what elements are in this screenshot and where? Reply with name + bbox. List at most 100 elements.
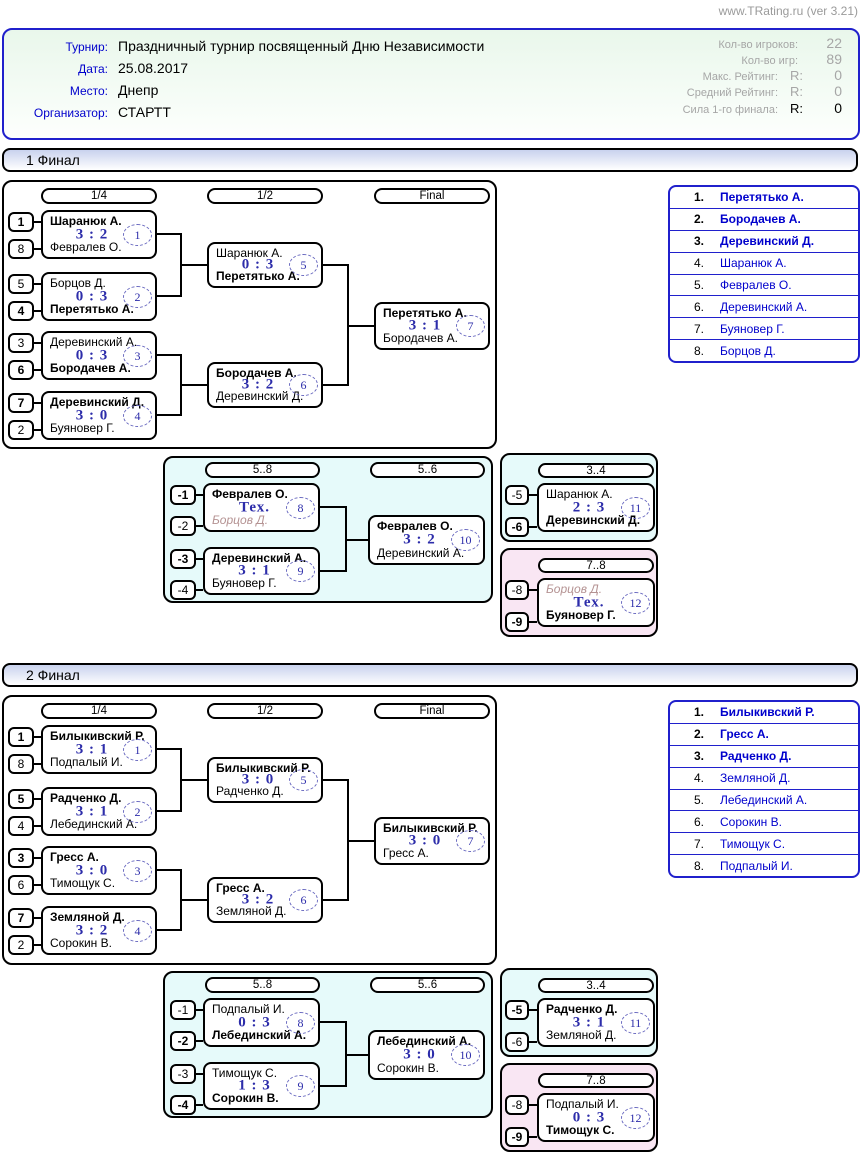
match-score: 3 : 1 <box>408 317 442 334</box>
bracket2-standings: 1.Билыкивский Р. 2.Гресс А. 3.Радченко Д… <box>668 700 860 878</box>
field-label: Место: <box>69 84 108 98</box>
standings-row: 3.Деревинский Д. <box>670 231 858 253</box>
match-box-qf1: Шаранюк А. Февралев О. 3 : 2 1 <box>41 210 157 259</box>
match-number: 5 <box>289 769 318 791</box>
standings-row: 5.Лебединский А. <box>670 790 858 812</box>
player-top: Перетятько А. <box>383 306 467 320</box>
field-value: Праздничный турнир посвященный Дню Незав… <box>118 38 485 54</box>
player-top: Деревинский А. <box>212 551 307 565</box>
player-bottom: Земляной Д. <box>546 1028 617 1042</box>
match-number: 1 <box>123 223 152 246</box>
field-label: Организатор: <box>33 106 108 120</box>
seed-box: 6 <box>8 360 34 380</box>
seed-box: -6 <box>505 517 529 537</box>
player-bottom: Февралев О. <box>50 240 122 254</box>
tournament-info-box: Турнир: Праздничный турнир посвященный Дн… <box>2 28 860 140</box>
round-label-places5-8: 5..8 <box>205 977 320 993</box>
match-number: 3 <box>123 344 152 367</box>
stat-games: Кол-во игр:89 <box>741 51 842 67</box>
match-box-p56: Февралев О. Деревинский А. 3 : 2 10 <box>368 515 485 565</box>
seed-box: 5 <box>8 789 34 809</box>
match-number: 4 <box>123 404 152 427</box>
match-number: 4 <box>123 919 152 942</box>
player-bottom: Сорокин В. <box>50 936 112 950</box>
match-number: 2 <box>123 285 152 308</box>
seed-box: -8 <box>505 580 529 600</box>
field-label: Турнир: <box>65 40 108 54</box>
match-box-sf2: Бородачев А. Деревинский Д. 3 : 2 6 <box>207 362 323 408</box>
round-label-semifinal: 1/2 <box>207 703 323 719</box>
player-bottom: Тимощук С. <box>546 1123 615 1137</box>
seed-box: 3 <box>8 848 34 868</box>
stat-max-rating: Макс. Рейтинг:R:0 <box>702 67 842 83</box>
match-score: 3 : 2 <box>241 891 275 908</box>
player-top: Тимощук С. <box>212 1066 278 1080</box>
match-number: 10 <box>451 529 480 551</box>
seed-box: -2 <box>170 516 196 536</box>
match-number: 12 <box>621 1106 650 1129</box>
seed-box: 7 <box>8 908 34 928</box>
match-number: 10 <box>451 1044 480 1066</box>
match-number: 7 <box>456 830 485 852</box>
player-bottom: Буяновер Г. <box>212 576 277 590</box>
seed-box: -1 <box>170 485 196 505</box>
player-bottom: Деревинский А. <box>377 546 465 560</box>
stat-players: Кол-во игроков:22 <box>718 35 842 51</box>
seed-box: 4 <box>8 301 34 321</box>
match-score: 3 : 1 <box>75 803 109 819</box>
player-top: Шаранюк А. <box>50 214 122 228</box>
match-box-p78: Борцов Д. Буяновер Г. Тех. 12 <box>537 578 655 627</box>
standings-row: 8.Борцов Д. <box>693 343 776 358</box>
match-score: Тех. <box>573 594 605 610</box>
field-value: 25.08.2017 <box>118 60 189 76</box>
field-value: Днепр <box>118 82 159 98</box>
player-bottom: Подпалый И. <box>50 755 123 769</box>
match-number: 8 <box>286 1011 315 1034</box>
player-top: Радченко Д. <box>50 791 122 805</box>
match-number: 7 <box>456 315 485 337</box>
standings-row: 8.Подпалый И. <box>693 858 793 873</box>
player-top: Февралев О. <box>212 487 288 501</box>
standings-row: 7.Буяновер Г. <box>670 318 858 341</box>
seed-box: 6 <box>8 875 34 895</box>
field-organizer: Организатор:СТАРТТ <box>4 104 171 120</box>
seed-box: 2 <box>8 935 34 955</box>
player-top: Февралев О. <box>377 519 453 533</box>
match-box-p58a: Февралев О. Борцов Д. Тех. 8 <box>203 483 320 532</box>
standings-row: 6.Деревинский А. <box>670 296 858 319</box>
player-top: Гресс А. <box>50 850 99 864</box>
round-label-places3-4: 3..4 <box>538 978 654 993</box>
match-box-qf2: Радченко Д. Лебединский А. 3 : 1 2 <box>41 787 157 836</box>
stat-final1-strength: Сила 1-го финала:R:0 <box>682 100 842 116</box>
match-box-p78: Подпалый И. Тимощук С. 0 : 3 12 <box>537 1093 655 1142</box>
player-top: Борцов Д. <box>50 276 106 290</box>
player-bottom: Бородачев А. <box>383 331 459 345</box>
match-box-qf4: Земляной Д. Сорокин В. 3 : 2 4 <box>41 906 157 955</box>
match-box-qf3: Деревинский А. Бородачев А. 0 : 3 3 <box>41 331 157 380</box>
player-bottom: Тимощук С. <box>50 876 116 890</box>
match-number: 9 <box>286 560 315 582</box>
seed-box: -9 <box>505 612 529 632</box>
player-top: Шаранюк А. <box>216 246 283 260</box>
player-bottom: Радченко Д. <box>216 784 284 798</box>
match-number: 11 <box>621 496 650 519</box>
match-number: 6 <box>289 889 318 911</box>
match-score: 3 : 0 <box>408 832 442 849</box>
player-bottom: Борцов Д. <box>212 513 269 527</box>
match-box-p34: Шаранюк А. Деревинский Д. 2 : 3 11 <box>537 483 655 532</box>
match-box-p58b: Тимощук С. Сорокин В. 1 : 3 9 <box>203 1062 320 1110</box>
player-bottom: Сорокин В. <box>212 1091 279 1105</box>
field-date: Дата: 25.08.2017 <box>4 60 188 76</box>
match-number: 8 <box>286 496 315 519</box>
match-score: 3 : 0 <box>403 1046 436 1063</box>
standings-row: 1.Билыкивский Р. <box>670 702 858 724</box>
round-label-quarterfinal: 1/4 <box>41 703 157 719</box>
player-top: Подпалый И. <box>212 1002 285 1016</box>
match-box-p58b: Деревинский А. Буяновер Г. 3 : 1 9 <box>203 547 320 595</box>
round-label-places7-8: 7..8 <box>538 1073 654 1088</box>
match-box-final: Перетятько А. Бородачев А. 3 : 1 7 <box>374 302 490 350</box>
field-label: Дата: <box>78 62 108 76</box>
match-number: 6 <box>289 374 318 396</box>
seed-box: 8 <box>8 239 34 259</box>
match-score: Тех. <box>238 499 271 515</box>
